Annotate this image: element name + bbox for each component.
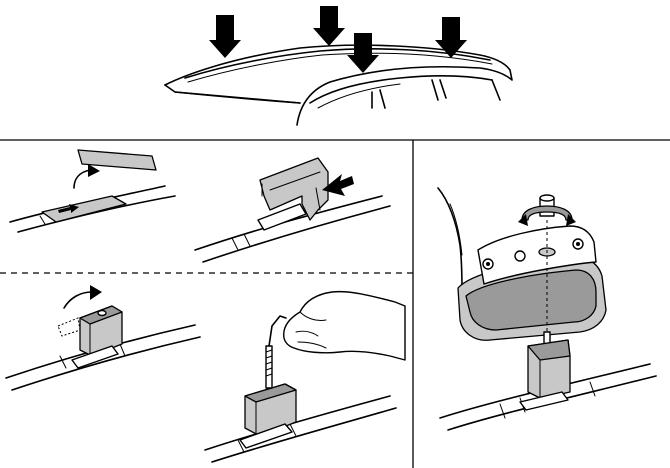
bolt-shaft: [265, 345, 273, 389]
adhesive-pad: [41, 195, 127, 223]
down-arrow-icon: [347, 33, 379, 73]
rotate-arrow-icon: [521, 205, 573, 221]
car-roof-outline: [164, 44, 513, 126]
step-insert-bolt-panel: [204, 290, 406, 463]
down-arrow-icon: [209, 15, 241, 58]
flip-arrow-icon: [90, 285, 102, 300]
roof-overview-panel: [164, 6, 513, 126]
right-arrow-icon: [58, 204, 79, 213]
screw-icon: [514, 250, 526, 262]
hand-icon: [283, 290, 406, 361]
mounting-bracket: [259, 157, 329, 221]
bolt-hole-icon: [97, 309, 107, 317]
step-flip-bracket-panel: [5, 285, 201, 391]
step-foot-assembly-panel: [437, 187, 657, 431]
step-slide-bracket-panel: [194, 157, 391, 263]
push-arrow-icon: [322, 174, 354, 196]
roof-rail: [184, 48, 491, 79]
down-arrow-icon: [313, 6, 345, 46]
foot-top-plate: [477, 225, 597, 285]
protective-film: [77, 149, 157, 171]
hex-key-icon: [268, 315, 287, 347]
step-peel-film-panel: [9, 149, 176, 233]
curved-arrow-icon: [88, 164, 100, 177]
down-arrow-icon: [435, 17, 467, 58]
